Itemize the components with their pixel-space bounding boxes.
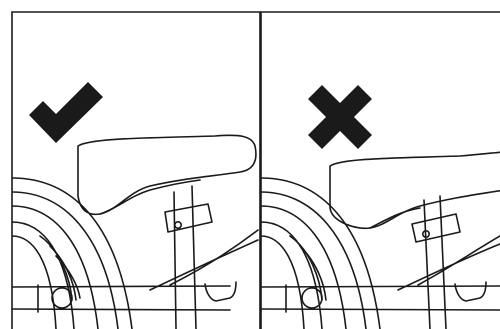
wheel-left — [12, 177, 133, 329]
seat-post-right — [411, 195, 487, 329]
panel-frames — [11, 11, 500, 329]
panel-incorrect — [261, 85, 500, 329]
frame-right — [261, 235, 500, 313]
seat-left — [77, 134, 257, 216]
cross-icon — [308, 85, 372, 149]
checkmark-icon — [29, 82, 103, 143]
panel-correct — [12, 82, 259, 329]
frame-left — [12, 229, 259, 313]
wheel-right — [261, 177, 381, 329]
seat-post-left — [164, 185, 237, 329]
seat-right — [329, 151, 500, 230]
